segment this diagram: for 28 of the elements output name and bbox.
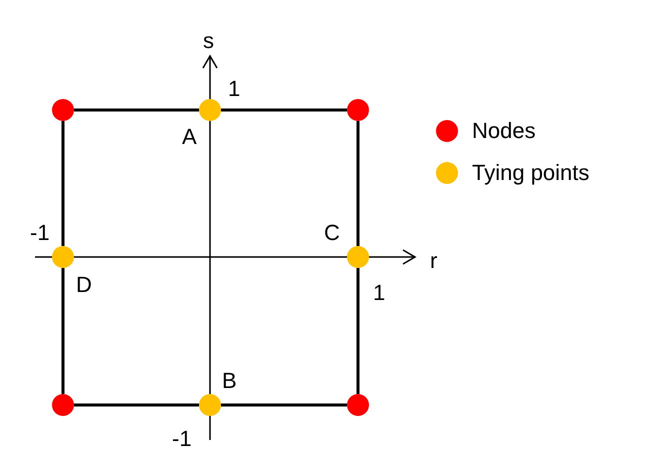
node-dot	[52, 394, 74, 416]
element-edge	[356, 268, 360, 394]
tick-label: 1	[228, 78, 240, 100]
axis-label: s	[203, 30, 214, 52]
tying-point-dot	[52, 246, 74, 268]
legend-text: Nodes	[472, 120, 536, 142]
node-dot	[52, 99, 74, 121]
tying-point-dot	[347, 246, 369, 268]
element-edge	[74, 108, 199, 112]
point-letter: A	[182, 126, 197, 148]
element-edge	[62, 121, 64, 246]
element-edge	[356, 121, 360, 246]
tying-point-dot	[199, 394, 221, 416]
point-letter: C	[324, 222, 340, 244]
axis-label: r	[430, 250, 438, 272]
point-letter: D	[76, 274, 92, 296]
node-dot	[347, 394, 369, 416]
element-edge	[221, 404, 347, 406]
element-edge	[62, 268, 64, 394]
tying-point-dot	[199, 99, 221, 121]
node-dot	[347, 99, 369, 121]
element-edge	[74, 404, 199, 406]
tick-label: -1	[30, 222, 50, 244]
point-letter: B	[222, 370, 237, 392]
tick-label: 1	[373, 282, 386, 304]
element-edge	[221, 108, 347, 112]
legend-text: Tying points	[472, 162, 590, 184]
tick-label: -1	[172, 428, 192, 450]
